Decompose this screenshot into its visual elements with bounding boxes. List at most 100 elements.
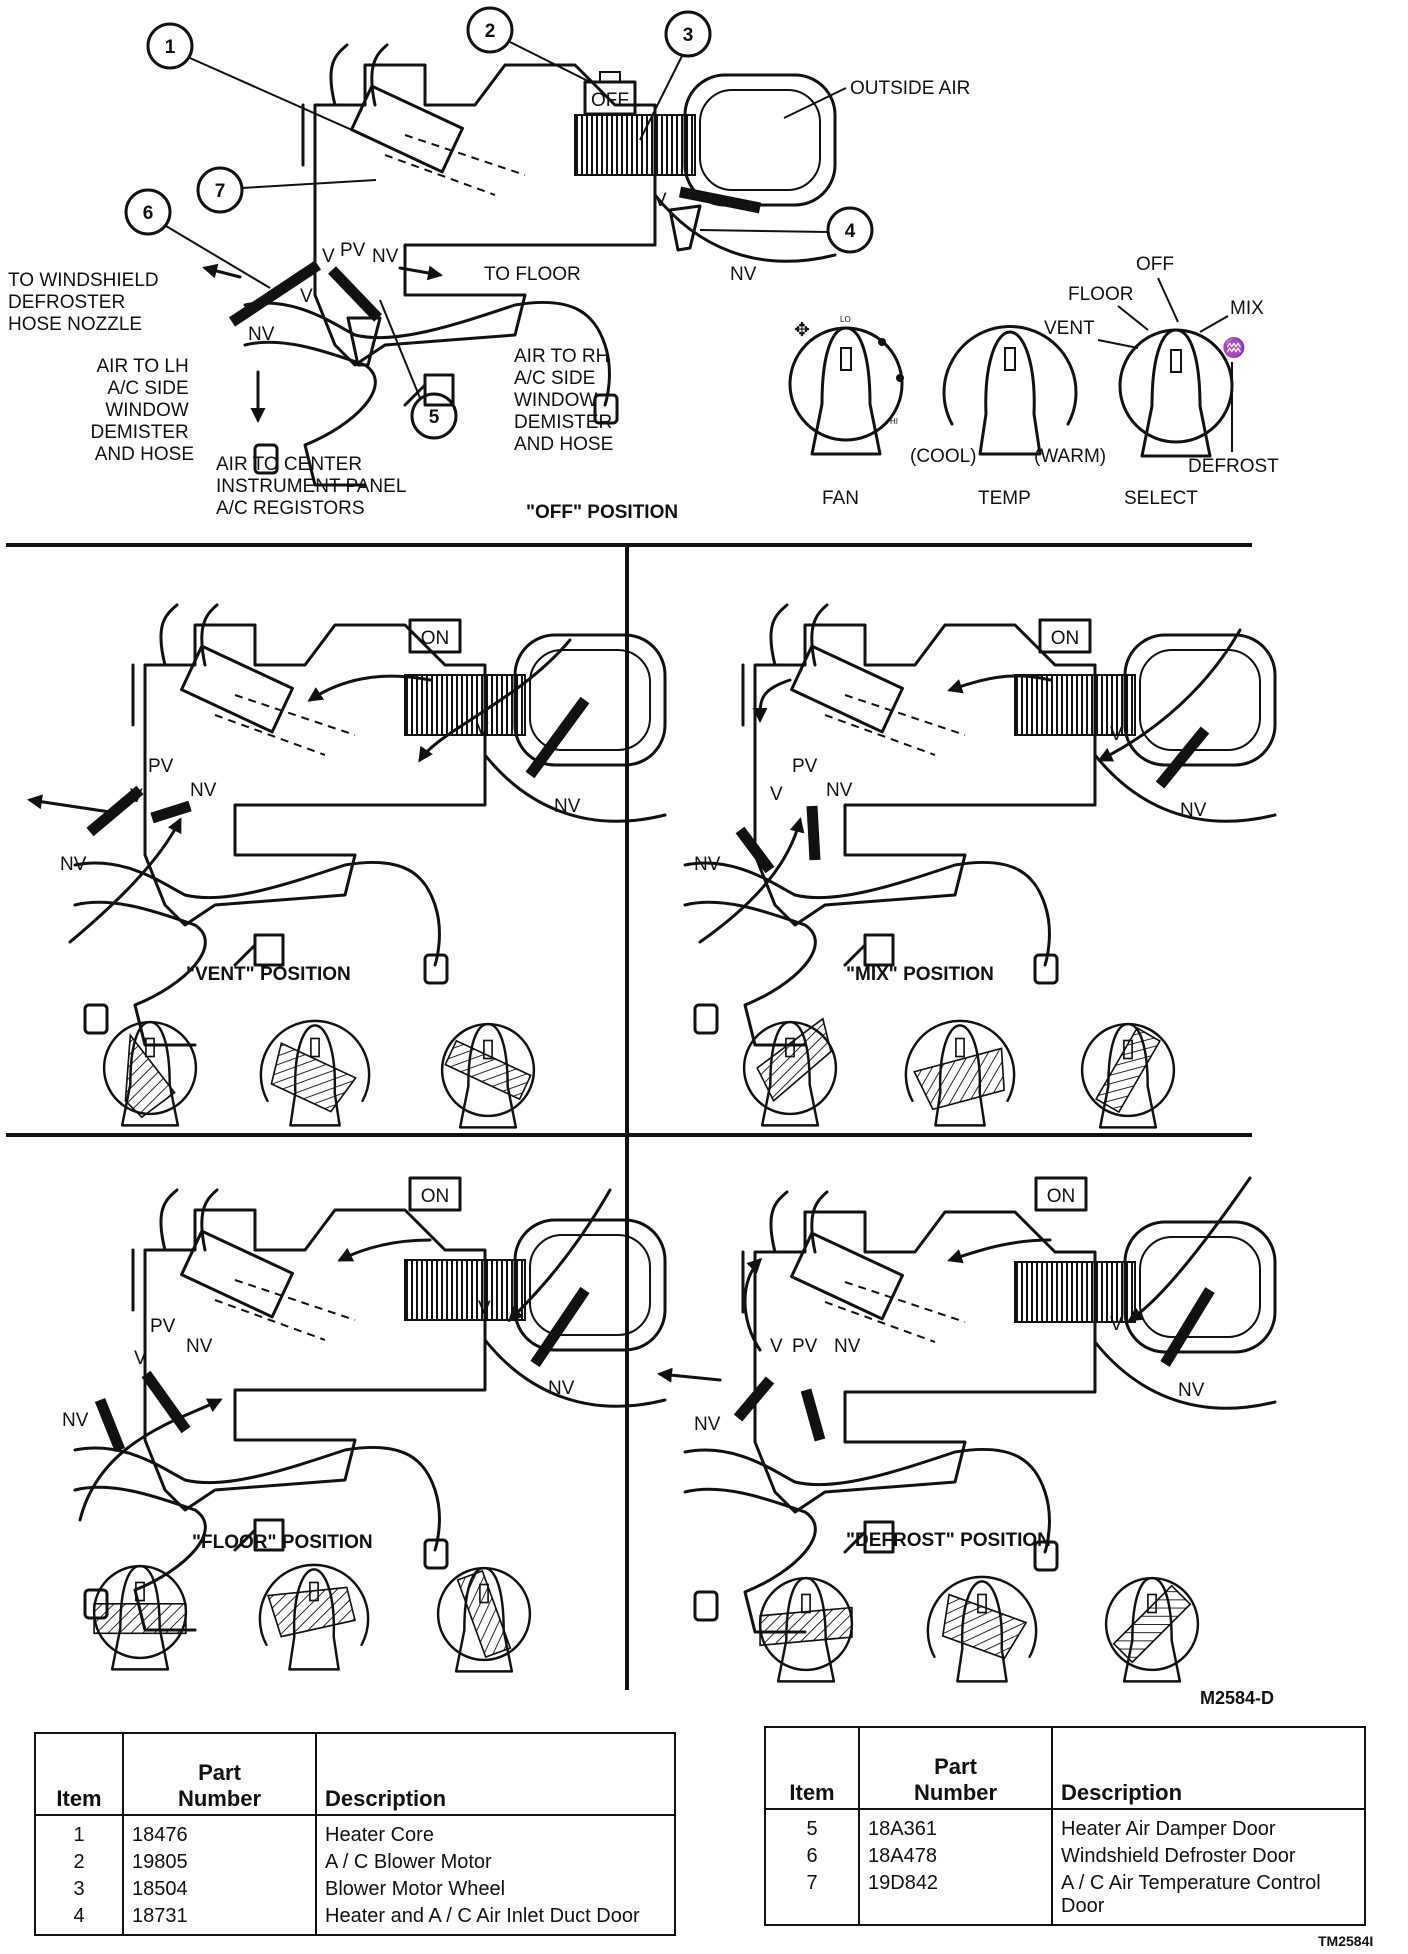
vent-box-label: ON (421, 628, 450, 649)
svg-text:V: V (1110, 1314, 1123, 1335)
temp-knob (942, 325, 1078, 456)
defrost-box-label: ON (1047, 1186, 1076, 1207)
select-defrost-label: DEFROST (1188, 456, 1279, 477)
callouts: 1 2 3 4 5 6 7 (124, 6, 874, 440)
mix-panel: ON "MIX" POSITION PV V NV NV V NV (683, 603, 1277, 1129)
select-vent-label: VENT (1044, 318, 1095, 339)
mix-caption: "MIX" POSITION (846, 964, 994, 985)
svg-text:NV: NV (694, 1414, 721, 1435)
description-cell: Heater Air Damper Door (1051, 1809, 1365, 1843)
svg-text:3: 3 (683, 25, 694, 46)
svg-text:PV: PV (792, 1336, 818, 1357)
description-cell: Heater and A / C Air Inlet Duct Door (315, 1903, 675, 1935)
floor-caption: "FLOOR" POSITION (192, 1532, 373, 1553)
defrost-panel: ON "DEFROST" POSITION PV V NV NV V NV (657, 1176, 1277, 1683)
svg-text:HI: HI (890, 417, 898, 426)
col-item: Item (765, 1727, 859, 1810)
description-cell: Windshield Defroster Door (1051, 1843, 1365, 1870)
description-cell: Blower Motor Wheel (315, 1876, 675, 1903)
select-knob (1118, 328, 1234, 458)
svg-text:V: V (476, 720, 489, 741)
svg-text:7: 7 (215, 181, 226, 202)
select-title: SELECT (1124, 488, 1198, 509)
svg-text:PV: PV (150, 1316, 176, 1337)
item-cell: 4 (73, 1905, 85, 1927)
svg-text:LO: LO (840, 315, 851, 324)
floor-panel: ON "FLOOR" POSITION PV V NV NV V NV (62, 1176, 667, 1673)
defrost-icon: ♒ (1222, 336, 1246, 359)
svg-text:5: 5 (429, 407, 440, 428)
floor-box-label: ON (421, 1186, 450, 1207)
col-description: Description (1051, 1727, 1365, 1810)
svg-text:V: V (770, 784, 783, 805)
svg-text:NV: NV (554, 796, 581, 817)
svg-text:PV: PV (792, 756, 818, 777)
description-cell: A / C Air Temperature Control Door (1051, 1870, 1365, 1925)
to-floor-label: TO FLOOR (484, 264, 581, 285)
callout-1: 1 (146, 22, 353, 131)
defrost-caption: "DEFROST" POSITION (846, 1530, 1051, 1551)
item-cell: 7 (806, 1872, 818, 1894)
callout-4: 4 (699, 206, 874, 254)
col-part-number: Part Number (122, 1733, 316, 1816)
svg-text:NV: NV (694, 854, 721, 875)
fan-plus-icon: ✥ (794, 320, 810, 341)
air-rh-label: AIR TO RH A/C SIDE WINDOW DEMISTER AND H… (514, 346, 617, 455)
vent-panel: ON "VENT" POSITION PV V NV NV V NV (27, 603, 667, 1129)
door-nv-label: NV (372, 246, 399, 267)
vent-caption: "VENT" POSITION (186, 964, 351, 985)
door-nv-label-3: NV (730, 264, 757, 285)
part-number-cell: 18731 (122, 1903, 316, 1935)
col-part-number: Part Number (858, 1727, 1052, 1810)
svg-text:NV: NV (1178, 1380, 1205, 1401)
door-v-label: V (322, 246, 335, 267)
item-cell: 5 (806, 1818, 818, 1840)
svg-text:V: V (770, 1336, 783, 1357)
select-mix-label: MIX (1230, 298, 1264, 319)
air-lh-label: AIR TO LH A/C SIDE WINDOW DEMISTER AND H… (91, 356, 194, 465)
mix-box-label: ON (1051, 628, 1080, 649)
description-cell: Heater Core (315, 1815, 675, 1849)
temp-cool-label: (COOL) (910, 446, 977, 467)
part-number-cell: 19805 (122, 1849, 316, 1876)
air-center-label: AIR TO CENTER INSTRUMENT PANEL A/C REGIS… (216, 454, 411, 519)
col-item: Item (35, 1733, 123, 1816)
door-v-label-2: V (300, 286, 313, 307)
callout-6: 6 (124, 188, 271, 289)
figure-code: M2584-D (1200, 1688, 1274, 1708)
temp-title: TEMP (978, 488, 1031, 509)
to-windshield-label: TO WINDSHIELD DEFROSTER HOSE NOZZLE (8, 270, 164, 335)
parts-table-header: Item Part Number Description (765, 1727, 1365, 1810)
callout-5: 5 (379, 299, 458, 440)
svg-text:4: 4 (845, 221, 856, 242)
svg-text:V: V (130, 786, 143, 807)
select-floor-label: FLOOR (1068, 284, 1133, 305)
svg-text:V: V (1110, 724, 1123, 745)
part-number-cell: 18504 (122, 1876, 316, 1903)
item-cell: 6 (806, 1845, 818, 1867)
callout-7: 7 (196, 166, 377, 214)
svg-text:PV: PV (148, 756, 174, 777)
off-labels: OUTSIDE AIR TO FLOOR V PV NV V NV V NV T… (8, 78, 970, 523)
control-knobs: ✥ LO HI (COOL) (WARM) FAN TEMP SELECT OF… (788, 254, 1279, 509)
drawing-code: TM2584I (1318, 1933, 1373, 1949)
description-cell: A / C Blower Motor (315, 1849, 675, 1876)
part-number-cell: 18A361 (858, 1809, 1052, 1843)
svg-text:V: V (478, 1298, 491, 1319)
fan-title: FAN (822, 488, 859, 509)
door-pv-label: PV (340, 240, 366, 261)
item-cell: 3 (73, 1878, 85, 1900)
door-v-label-3: V (654, 190, 667, 211)
svg-text:NV: NV (62, 1410, 89, 1431)
part-number-cell: 18476 (122, 1815, 316, 1849)
svg-text:V: V (134, 1348, 147, 1369)
svg-text:NV: NV (1180, 800, 1207, 821)
off-position-caption: "OFF" POSITION (526, 502, 678, 523)
